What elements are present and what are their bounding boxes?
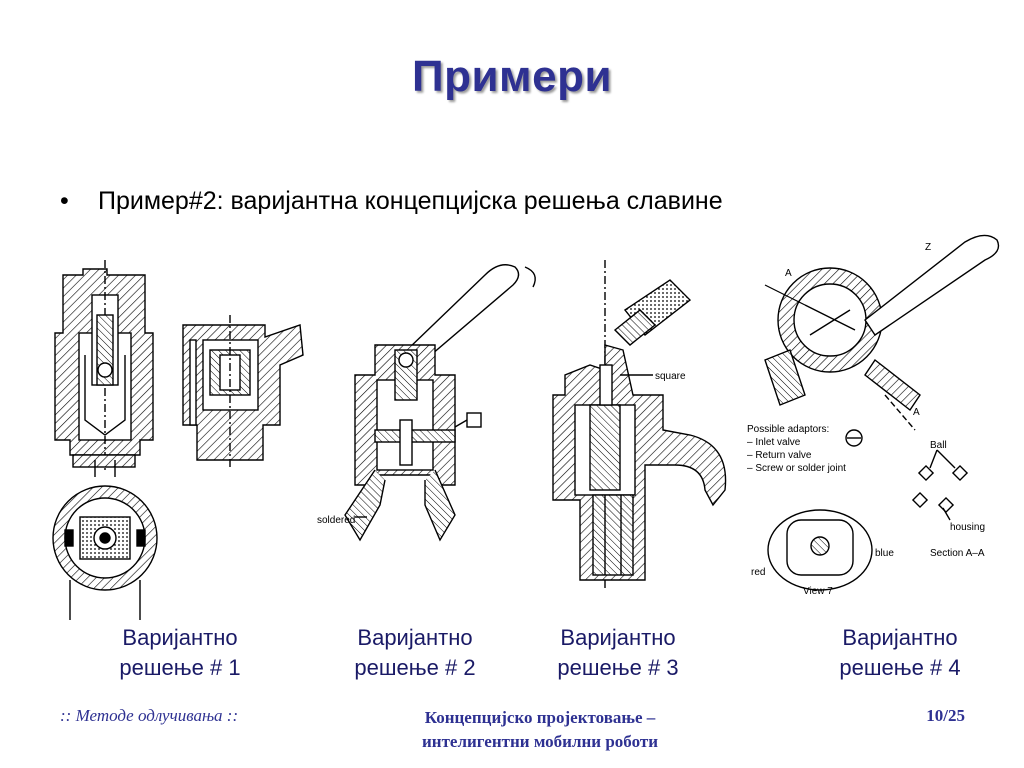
bullet-item: • Пример#2: варијантна концепцијска решењ…	[60, 187, 723, 216]
caption-variant-1: Варијантно решење # 1	[95, 623, 265, 683]
drawing-4-adaptor-1: – Inlet valve	[747, 437, 801, 448]
drawing-4-label-a-top: A	[785, 268, 792, 279]
caption-variant-3: Варијантно решење # 3	[533, 623, 703, 683]
drawing-4-label-view: View 7	[803, 586, 833, 597]
drawing-4-label-housing: housing	[950, 522, 985, 533]
drawing-4-adaptors-title: Possible adaptors:	[747, 424, 829, 435]
footer-lecture-title-line-1: Концепцијско пројектовање –	[424, 708, 656, 727]
drawing-2-label-soldered: soldered	[317, 515, 355, 526]
caption-1-line-1: Варијантно	[122, 625, 238, 650]
slide-title: Примери	[412, 52, 612, 101]
drawing-1-side-view	[182, 315, 304, 470]
faucet-drawing-3: square	[552, 260, 727, 590]
caption-3-line-2: решење # 3	[557, 655, 679, 680]
drawing-4-label-ball: Ball	[930, 440, 947, 451]
drawing-2-lever	[405, 264, 520, 361]
footer-page-number: 10/25	[926, 706, 965, 725]
footer-course-name: :: Методе одлучивања ::	[60, 706, 239, 725]
drawing-4-label-red: red	[751, 567, 765, 578]
caption-1-line-2: решење # 1	[119, 655, 241, 680]
footer-lecture-title-line-2: интелигентни мобилни роботи	[421, 732, 659, 751]
caption-2-line-1: Варијантно	[357, 625, 473, 650]
caption-variant-4: Варијантно решење # 4	[815, 623, 985, 683]
faucet-drawing-1	[52, 260, 304, 620]
caption-4-line-2: решење # 4	[839, 655, 961, 680]
faucet-drawing-2: soldered	[317, 264, 536, 542]
drawing-4-label-z: Z	[925, 242, 931, 253]
caption-4-line-1: Варијантно	[842, 625, 958, 650]
bullet-dot: •	[60, 187, 69, 215]
drawing-1-section-view	[54, 260, 154, 477]
caption-3-line-1: Варијантно	[560, 625, 676, 650]
drawing-4-lever	[864, 234, 1000, 336]
footer-lecture-title: Концепцијско пројектовање – интелигентни…	[345, 706, 735, 754]
drawing-4-label-a-bottom: A	[913, 407, 920, 418]
caption-2-line-2: решење # 2	[354, 655, 476, 680]
drawing-4-label-blue: blue	[875, 548, 894, 559]
drawing-4-adaptor-3: – Screw or solder joint	[747, 463, 846, 474]
bullet-text: Пример#2: варијантна концепцијска решења…	[98, 187, 723, 215]
drawing-4-adaptor-2: – Return valve	[747, 450, 812, 461]
drawing-1-bottom-view	[52, 485, 158, 620]
drawing-4-label-section: Section A–A	[930, 548, 985, 559]
drawing-3-label-square: square	[655, 371, 686, 382]
caption-variant-2: Варијантно решење # 2	[330, 623, 500, 683]
faucet-drawing-4: A A Z Possible adaptors: – Inlet valve –…	[747, 234, 1000, 597]
